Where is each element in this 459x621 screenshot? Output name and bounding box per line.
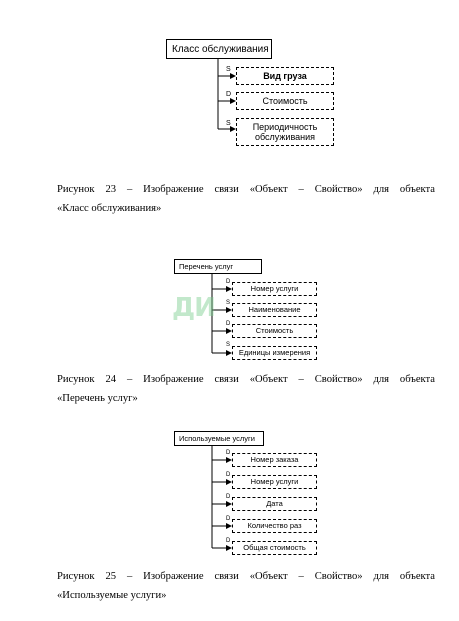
property-box: Периодичность обслуживания — [236, 118, 334, 146]
property-box: Номер услуги — [232, 475, 317, 489]
property-box: Дата — [232, 497, 317, 511]
property-type-letter: D — [226, 279, 231, 285]
figure-caption: Рисунок 25 – Изображение связи «Объект –… — [57, 567, 435, 605]
caption-line: Рисунок 23 – Изображение связи «Объект –… — [57, 184, 435, 195]
property-type-letter: D — [226, 494, 231, 500]
property-type-letter: S — [226, 342, 231, 348]
property-type-letter: D — [226, 321, 231, 327]
caption-line: «Класс обслуживания» — [57, 203, 162, 214]
figure-caption: Рисунок 24 – Изображение связи «Объект –… — [57, 370, 435, 408]
property-box: Стоимость — [232, 324, 317, 338]
caption-line: Рисунок 25 – Изображение связи «Объект –… — [57, 571, 435, 582]
watermark-logo: ДИ — [172, 293, 216, 323]
property-box: Вид груза — [236, 67, 334, 85]
property-type-letter: D — [226, 472, 231, 478]
caption-line: «Используемые услуги» — [57, 590, 167, 601]
property-box: Наименование — [232, 303, 317, 317]
property-type-letter: D — [226, 538, 231, 544]
property-label: Стоимость — [262, 95, 308, 106]
figure-caption: Рисунок 23 – Изображение связи «Объект –… — [57, 180, 435, 218]
property-label: Наименование — [248, 304, 301, 314]
property-box: Количество раз — [232, 519, 317, 533]
property-label: Дата — [266, 498, 283, 508]
property-label: Периодичность обслуживания — [252, 121, 318, 142]
property-label: Вид груза — [263, 70, 307, 81]
property-box: Стоимость — [236, 92, 334, 110]
property-type-letter: D — [226, 516, 231, 522]
property-type-letter: D — [226, 91, 232, 98]
property-label: Номер заказа — [250, 454, 299, 464]
object-box-service-list: Перечень услуг — [174, 259, 262, 274]
property-label: Стоимость — [255, 325, 294, 335]
property-label: Номер услуги — [250, 283, 299, 293]
property-box: Общая стоимость — [232, 541, 317, 555]
property-box: Единицы измерения — [232, 346, 317, 360]
caption-line: Рисунок 24 – Изображение связи «Объект –… — [57, 374, 435, 385]
property-box: Номер заказа — [232, 453, 317, 467]
property-type-letter: S — [226, 120, 231, 127]
caption-line: «Перечень услуг» — [57, 393, 138, 404]
property-label: Единицы измерения — [238, 347, 311, 357]
property-label: Количество раз — [247, 520, 302, 530]
property-type-letter: S — [226, 300, 231, 306]
property-box: Номер услуги — [232, 282, 317, 296]
property-label: Общая стоимость — [243, 542, 306, 552]
object-box-used-services: Используемые услуги — [174, 431, 264, 446]
object-label: Используемые услуги — [179, 434, 255, 443]
object-label: Перечень услуг — [179, 262, 234, 271]
object-label: Класс обслуживания — [172, 43, 269, 55]
property-label: Номер услуги — [250, 476, 299, 486]
property-type-letter: D — [226, 450, 231, 456]
property-type-letter: S — [226, 66, 231, 73]
object-box-service-class: Класс обслуживания — [166, 39, 272, 59]
